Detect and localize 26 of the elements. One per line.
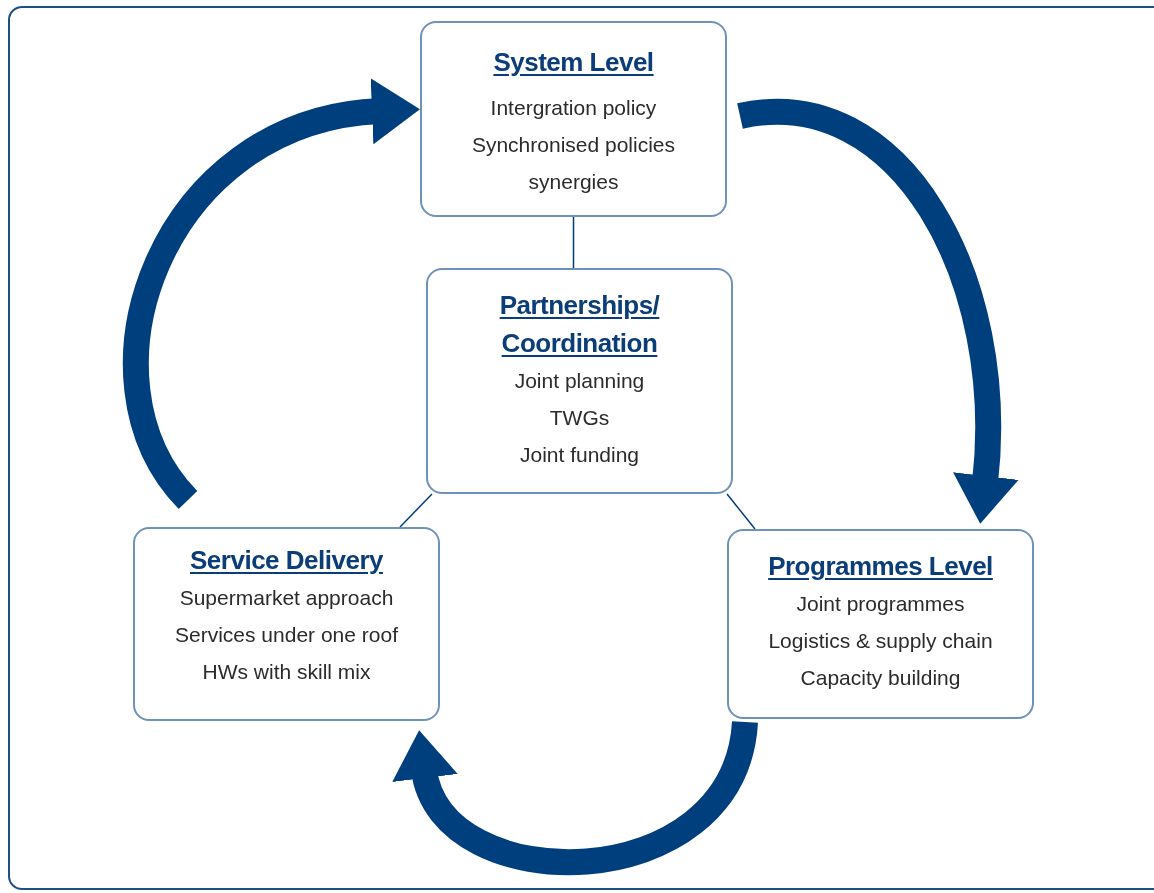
item-text: Joint planning [514,368,645,394]
rounded-box [426,268,733,494]
box-heading: Service Delivery [190,544,383,577]
item-text: Supermarket approach [179,585,394,611]
item-text: HWs with skill mix [202,659,371,685]
rounded-box [420,21,727,217]
connector-line [399,493,433,528]
item-text: Intergration policy [490,95,657,121]
connector-line [572,216,575,269]
item-text: TWGs [549,405,610,431]
item-text: Capacity building [800,665,961,691]
curved-arrow [738,98,1019,524]
item-text: Synchronised policies [471,132,676,158]
box-heading: System Level [493,46,654,79]
curved-arrow [123,79,420,508]
item-text: Logistics & supply chain [768,628,993,654]
box-heading: Partnerships/ Coordination [498,289,661,360]
item-text: synergies [528,169,619,195]
rounded-box [727,529,1034,719]
curved-arrow [395,719,758,875]
item-text: Joint programmes [796,591,965,617]
box-heading: Programmes Level [768,550,993,583]
rounded-box [133,527,440,721]
connector-line [726,493,756,530]
item-text: Joint funding [519,442,640,468]
item-text: Services under one roof [175,622,398,648]
